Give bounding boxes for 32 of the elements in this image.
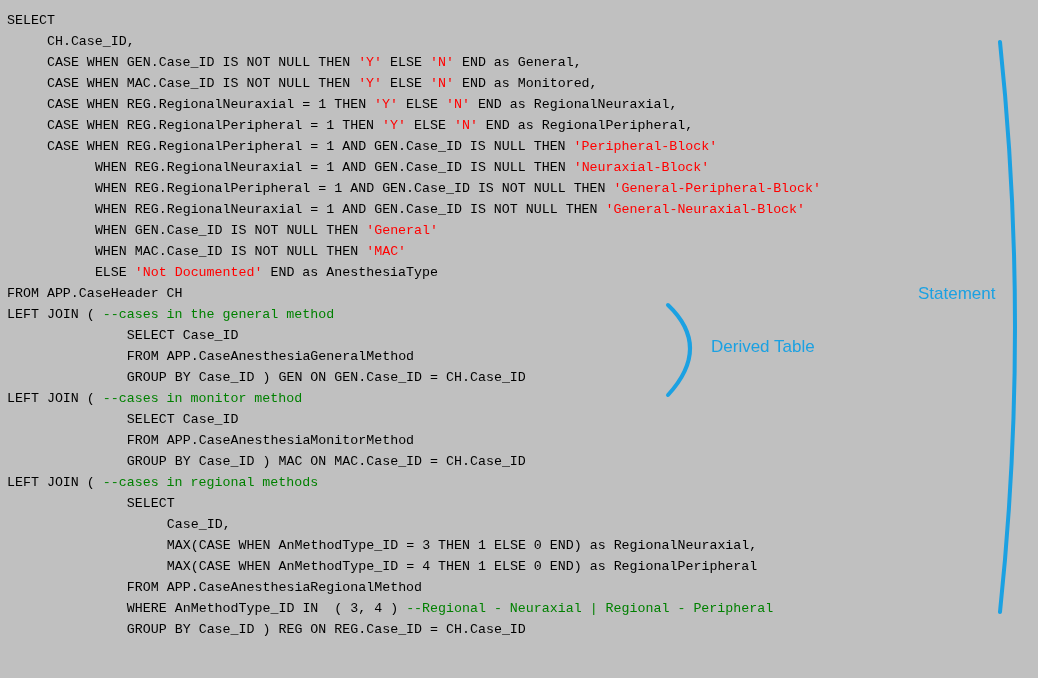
code-line: FROM APP.CaseAnesthesiaGeneralMethod — [126, 349, 415, 365]
code-line: SELECT — [7, 13, 55, 29]
code-line: SELECT Case_ID — [126, 412, 239, 428]
code-line: CASE WHEN GEN.Case_ID IS NOT NULL THEN 'Y' ELSE 'N' END as General, — [46, 55, 582, 71]
code-line: LEFT JOIN ( --cases in monitor method — [7, 391, 303, 407]
code-line: CASE WHEN REG.RegionalPeripheral = 1 AND GEN.Case_ID IS NULL THEN 'Peripheral-Block' — [46, 139, 718, 155]
code-line: WHEN MAC.Case_ID IS NOT NULL THEN 'MAC' — [94, 244, 407, 260]
code-line: FROM APP.CaseHeader CH — [7, 286, 183, 302]
code-line: LEFT JOIN ( --cases in regional methods — [7, 475, 319, 491]
code-line: FROM APP.CaseAnesthesiaMonitorMethod — [126, 433, 415, 449]
code-line: MAX(CASE WHEN AnMethodType_ID = 3 THEN 1 ELSE 0 END) as RegionalNeuraxial, — [166, 538, 758, 554]
code-line: ELSE 'Not Documented' END as AnesthesiaType — [94, 265, 438, 281]
code-line: GROUP BY Case_ID ) MAC ON MAC.Case_ID = CH.Case_ID — [126, 454, 526, 470]
code-line: WHEN REG.RegionalNeuraxial = 1 AND GEN.Case_ID IS NULL THEN 'Neuraxial-Block' — [94, 160, 710, 176]
code-line: CASE WHEN REG.RegionalPeripheral = 1 THEN 'Y' ELSE 'N' END as RegionalPeripheral, — [46, 118, 694, 134]
code-line: SELECT — [126, 496, 175, 512]
code-line: CH.Case_ID, — [46, 34, 135, 50]
code-line: SELECT Case_ID — [126, 328, 239, 344]
code-line: FROM APP.CaseAnesthesiaRegionalMethod — [126, 580, 423, 596]
code-line: Case_ID, — [166, 517, 231, 533]
annotation: Statement — [918, 284, 996, 304]
code-line: CASE WHEN MAC.Case_ID IS NOT NULL THEN 'Y' ELSE 'N' END as Monitored, — [46, 76, 598, 92]
code-line: WHEN REG.RegionalPeripheral = 1 AND GEN.Case_ID IS NOT NULL THEN 'General-Peripheral-Block' — [94, 181, 821, 197]
code-line: WHEN REG.RegionalNeuraxial = 1 AND GEN.Case_ID IS NOT NULL THEN 'General-Neuraxial-Block' — [94, 202, 806, 218]
code-line: GROUP BY Case_ID ) GEN ON GEN.Case_ID = CH.Case_ID — [126, 370, 526, 386]
code-line: GROUP BY Case_ID ) REG ON REG.Case_ID = CH.Case_ID — [126, 622, 526, 638]
code-line: CASE WHEN REG.RegionalNeuraxial = 1 THEN 'Y' ELSE 'N' END as RegionalNeuraxial, — [46, 97, 678, 113]
code-line: LEFT JOIN ( --cases in the general method — [7, 307, 335, 323]
code-line: WHEN GEN.Case_ID IS NOT NULL THEN 'General' — [94, 223, 438, 239]
code-line: MAX(CASE WHEN AnMethodType_ID = 4 THEN 1 ELSE 0 END) as RegionalPeripheral — [166, 559, 758, 575]
annotation: Derived Table — [711, 337, 815, 357]
code-line: WHERE AnMethodType_ID IN ( 3, 4 ) --Regional - Neuraxial | Regional - Peripheral — [126, 601, 774, 617]
